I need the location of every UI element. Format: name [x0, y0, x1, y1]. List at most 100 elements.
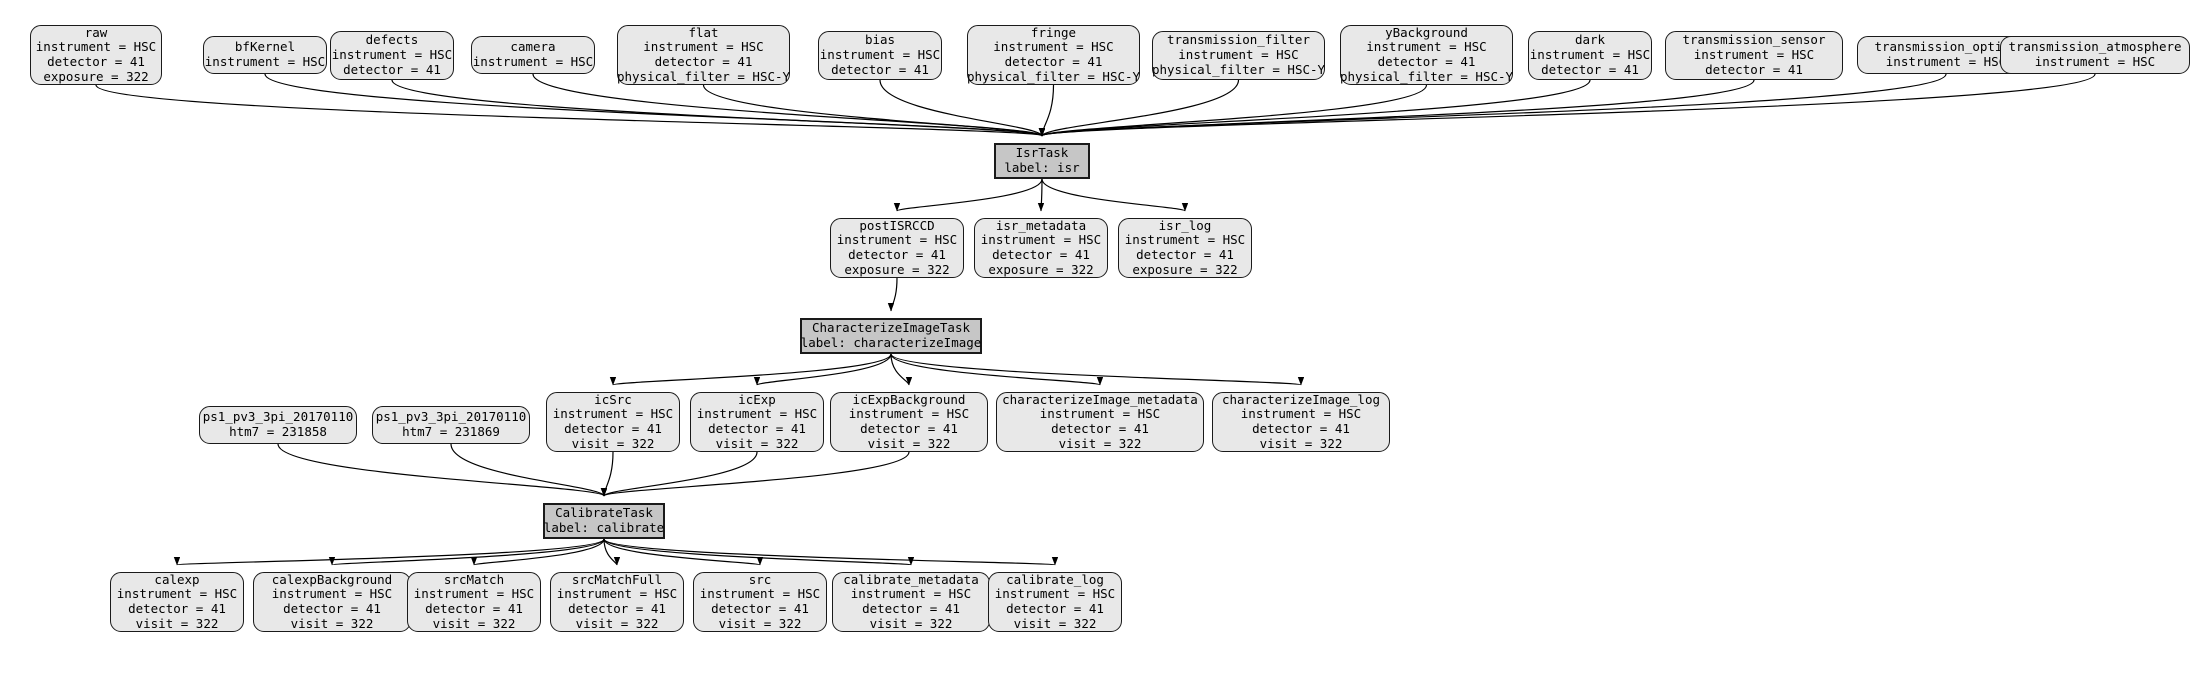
edge-bias-to-isr — [879, 79, 1046, 137]
node-attribute: instrument = HSC — [35, 39, 157, 55]
node-attribute: instrument = HSC — [1124, 232, 1246, 248]
node-title: characterizeImage_metadata — [1002, 391, 1198, 407]
edge-calibrate-to-calexpBackground — [329, 538, 605, 566]
edge-raw-to-isr — [95, 84, 1045, 137]
node-attribute: visit = 322 — [869, 615, 953, 631]
node-attribute: visit = 322 — [715, 435, 799, 451]
node-attribute: physical_filter = HSC-Y — [1151, 61, 1326, 77]
node-attribute: instrument = HSC — [552, 406, 674, 422]
node-attribute: exposure = 322 — [988, 261, 1094, 277]
edge-defects-to-isr — [391, 79, 1045, 137]
node-title: isr_metadata — [995, 217, 1087, 233]
edge-characterizeImage-to-icSrc — [610, 353, 892, 386]
node-attribute: detector = 41 — [47, 54, 145, 69]
node-title: calibrate_metadata — [843, 571, 979, 587]
node-attribute: instrument = HSC — [993, 39, 1114, 55]
node-attribute: instrument = HSC — [1039, 406, 1161, 422]
edge-characterizeImage-to-characterizeImage_metadata — [890, 353, 1103, 386]
node-title: yBackground — [1385, 24, 1468, 40]
node-attribute: instrument = HSC — [413, 586, 535, 602]
node-attribute: instrument = HSC — [699, 586, 821, 602]
edge-calibrate-to-calibrate_metadata — [603, 538, 914, 566]
node-title: src — [748, 571, 772, 587]
edge-fringe-to-isr — [1038, 84, 1055, 137]
node-attribute: instrument = HSC — [1693, 47, 1815, 63]
node-attribute: detector = 41 — [848, 247, 946, 262]
node-attribute: detector = 41 — [568, 601, 666, 616]
node-attribute: htm7 = 231869 — [402, 424, 500, 439]
node-attribute: instrument = HSC — [696, 406, 818, 422]
node-attribute: instrument = HSC — [1178, 47, 1299, 63]
node-attribute: physical_filter = HSC-Y — [616, 68, 791, 84]
edge-icExp-to-calibrate — [600, 451, 758, 497]
node-title: calibrate_log — [1006, 571, 1104, 587]
node-title: calexpBackground — [271, 571, 393, 587]
node-attribute: instrument = HSC — [836, 232, 958, 248]
node-attribute: detector = 41 — [862, 601, 960, 616]
node-attribute: instrument = HSC — [1885, 54, 2007, 69]
node-attribute: detector = 41 — [564, 421, 662, 436]
node-title: ps1_pv3_3pi_20170110 — [375, 409, 527, 425]
node-attribute: instrument = HSC — [643, 39, 764, 55]
node-title: srcMatch — [443, 571, 505, 587]
node-title: postISRCCD — [859, 217, 935, 233]
node-title: CharacterizeImageTask — [811, 320, 971, 336]
node-attribute: instrument = HSC — [556, 586, 678, 602]
edge-transmission_atmosphere-to-isr — [1039, 73, 2096, 137]
node-attribute: visit = 322 — [1058, 435, 1142, 451]
edge-isr-to-postISRCCD — [894, 178, 1043, 212]
node-attribute: physical_filter = HSC-Y — [1339, 68, 1514, 84]
node-attribute: detector = 41 — [343, 61, 441, 77]
edge-dark-to-isr — [1039, 79, 1591, 137]
node-attribute: exposure = 322 — [1132, 261, 1238, 277]
node-attribute: htm7 = 231858 — [229, 424, 327, 439]
edge-icSrc-to-calibrate — [600, 451, 614, 497]
edge-isr-to-isr_metadata — [1037, 178, 1045, 212]
node-attribute: physical_filter = HSC-Y — [966, 68, 1141, 84]
node-attribute: detector = 41 — [654, 54, 753, 69]
edge-characterizeImage-to-icExp — [754, 353, 892, 386]
node-attribute: visit = 322 — [867, 435, 951, 451]
node-title: CalibrateTask — [555, 505, 653, 521]
edge-flat-to-isr — [702, 84, 1045, 137]
node-attribute: detector = 41 — [283, 601, 381, 616]
node-attribute: instrument = HSC — [271, 586, 393, 602]
node-attribute: detector = 41 — [711, 601, 809, 616]
node-attribute: instrument = HSC — [848, 406, 970, 422]
node-attribute: detector = 41 — [1051, 421, 1149, 436]
node-title: transmission_atmosphere — [2008, 39, 2182, 55]
node-attribute: visit = 322 — [575, 615, 659, 631]
